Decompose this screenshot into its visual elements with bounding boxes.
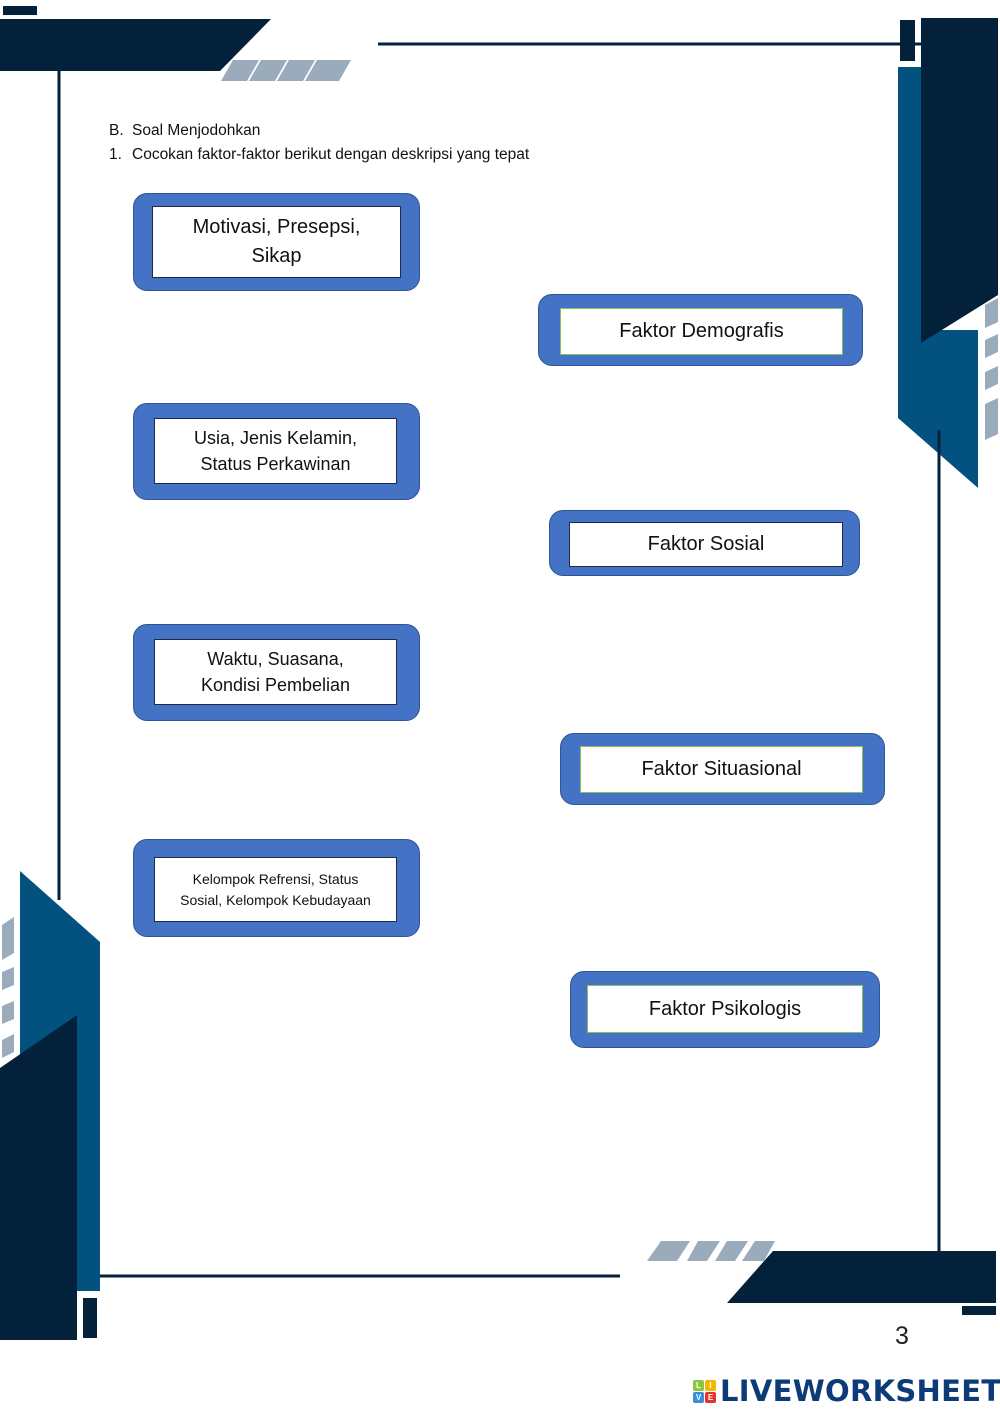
frame-pillar-dark-right <box>921 18 998 343</box>
factor-card-sosial[interactable]: Faktor Sosial <box>549 510 860 576</box>
logo-text: LIVEWORKSHEETS <box>720 1374 1000 1408</box>
frame-stripes-top-left <box>221 60 351 81</box>
description-text: Usia, Jenis Kelamin,Status Perkawinan <box>193 427 358 474</box>
frame-tab-top-right <box>900 20 915 61</box>
factor-label: Faktor Sosial <box>647 533 765 555</box>
page-number: 3 <box>895 1322 909 1350</box>
description-text: Waktu, Suasana,Kondisi Pembelian <box>200 648 351 695</box>
frame-stripes-left <box>2 917 14 1058</box>
frame-tab-bottom-right <box>962 1306 996 1315</box>
frame-banner-top-left <box>0 19 271 71</box>
factor-label: Faktor Situasional <box>641 758 802 780</box>
instruction-number: 1. <box>109 146 122 163</box>
frame-banner-bottom-right <box>727 1251 996 1303</box>
description-card-2[interactable]: Usia, Jenis Kelamin,Status Perkawinan <box>133 403 420 500</box>
factor-card-psikologis[interactable]: Faktor Psikologis <box>570 971 880 1048</box>
factor-label: Faktor Demografis <box>619 320 784 342</box>
frame-pillar-dark-left <box>0 1015 77 1340</box>
frame-stripes-right <box>985 298 998 440</box>
description-text: Motivasi, Presepsi,Sikap <box>192 216 361 267</box>
section-heading-text: Soal Menjodohkan <box>132 122 261 139</box>
description-card-3[interactable]: Waktu, Suasana,Kondisi Pembelian <box>133 624 420 721</box>
liveworksheets-logo[interactable]: L I V E LIVEWORKSHEETS <box>693 1374 1000 1408</box>
section-heading-number: B. <box>109 122 124 139</box>
frame-tab-bottom-left <box>83 1298 97 1338</box>
instruction: 1. Cocokan faktor-faktor berikut dengan d… <box>109 146 529 164</box>
frame-pillar-blue-left <box>20 871 100 1291</box>
instruction-text: Cocokan faktor-faktor berikut dengan des… <box>132 146 530 163</box>
section-heading: B. Soal Menjodohkan <box>109 122 260 140</box>
frame-tab-top-left <box>3 6 37 15</box>
frame-stripes-bottom-right <box>647 1241 775 1261</box>
live-tiles-icon: L I V E <box>693 1379 716 1403</box>
factor-card-demografis[interactable]: Faktor Demografis <box>538 294 863 366</box>
factor-label: Faktor Psikologis <box>648 997 802 1020</box>
frame-pillar-blue-right <box>898 67 978 488</box>
description-card-1[interactable]: Motivasi, Presepsi,Sikap <box>133 193 420 291</box>
factor-card-situasional[interactable]: Faktor Situasional <box>560 733 885 805</box>
